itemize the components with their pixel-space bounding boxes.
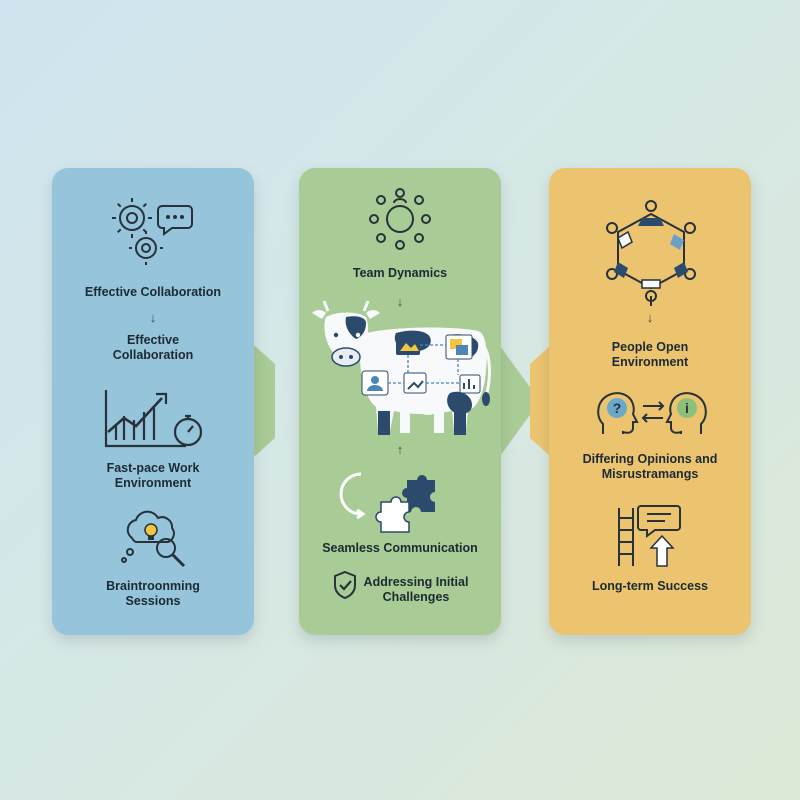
label-team-dynamics: Team Dynamics: [352, 266, 448, 280]
ladder-message-icon: [618, 505, 681, 567]
label-effective-collaboration-2: Effective Collaboration: [112, 333, 194, 362]
arrow-down-icon: ↓: [396, 294, 404, 309]
label-seamless-communication: Seamless Communication: [322, 541, 478, 555]
panel-effective-collaboration: Effective Collaboration ↓ Effective Coll…: [52, 168, 254, 635]
puzzle-pieces-icon: [339, 472, 435, 533]
label-addressing-initial-challenges: Addressing Initial Challenges: [363, 575, 469, 604]
team-circle-icon: [369, 188, 431, 250]
label-effective-collaboration-1: Effective Collaboration: [84, 285, 222, 299]
label-people-open-environment: People Open Environment: [611, 340, 689, 369]
brainstorm-bulb-magnifier-icon: [121, 510, 186, 568]
growth-chart-stopwatch-icon: [104, 390, 203, 448]
svg-text:i: i: [685, 400, 689, 416]
svg-text:?: ?: [613, 400, 622, 416]
people-ring-icon: [606, 200, 696, 306]
shield-check-icon: [334, 570, 356, 600]
label-differing-opinions: Differing Opinions and Misrustramangs: [582, 452, 718, 481]
question-info-heads-icon: ? i: [597, 392, 707, 434]
label-long-term-success: Long-term Success: [591, 579, 708, 593]
label-fast-pace-work: Fast-pace Work Environment: [106, 461, 200, 490]
arrow-down-icon: ↓: [149, 310, 157, 325]
panel-people-open-environment: People Open Environment ? i Differing Op…: [549, 168, 751, 635]
arrow-up-icon: ↑: [396, 442, 404, 457]
label-brainstorming-sessions: Braintroonming Sessions: [106, 579, 200, 608]
gears-chat-icon: [112, 198, 193, 265]
cow-network-illustration: [312, 300, 491, 435]
arrow-down-icon: ↓: [646, 310, 654, 325]
